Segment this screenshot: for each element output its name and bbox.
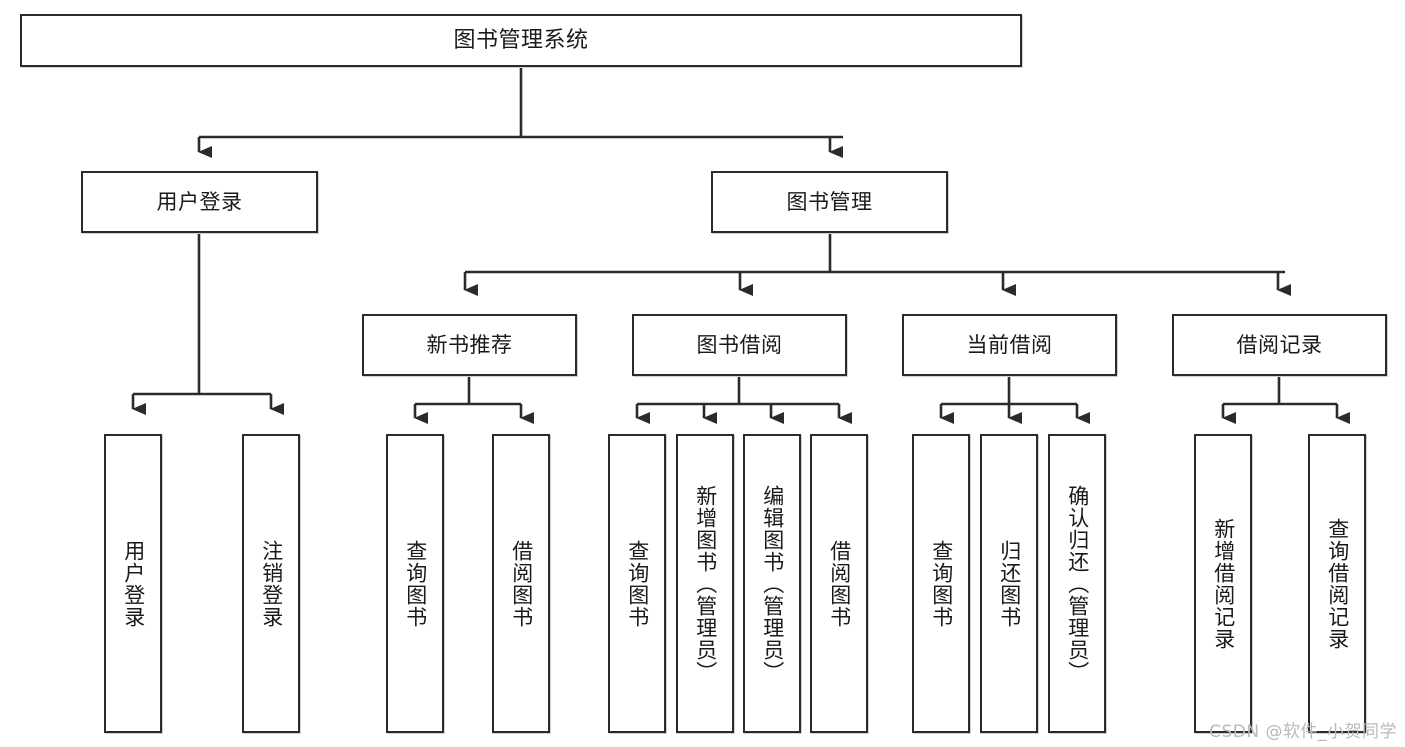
leaf-return-book[interactable]: 归还图书 (980, 434, 1038, 733)
node-label: 用户登录 (121, 539, 146, 628)
watermark: CSDN @软件_小贺同学 (1209, 722, 1397, 742)
node-label: 注销登录 (259, 539, 284, 628)
leaf-query-book-borrow[interactable]: 查询图书 (608, 434, 666, 733)
node-label: 归还图书 (997, 539, 1022, 628)
node-label: 查询图书 (625, 539, 650, 628)
leaf-add-borrow-record[interactable]: 新增借阅记录 (1194, 434, 1252, 733)
node-current-borrow[interactable]: 当前借阅 (902, 314, 1117, 376)
leaf-logout[interactable]: 注销登录 (242, 434, 300, 733)
leaf-borrow-book[interactable]: 借阅图书 (810, 434, 868, 733)
leaf-add-book[interactable]: 新增图书（管理员） (676, 434, 734, 733)
leaf-query-borrow-record[interactable]: 查询借阅记录 (1308, 434, 1366, 733)
node-label: 图书管理系统 (453, 27, 589, 53)
node-label: 新增图书（管理员） (693, 484, 718, 683)
node-label: 确认归还（管理员） (1065, 484, 1090, 683)
node-label: 新增借阅记录 (1211, 517, 1236, 650)
node-book-borrow[interactable]: 图书借阅 (632, 314, 847, 376)
node-label: 编辑图书（管理员） (760, 484, 785, 683)
node-label: 借阅图书 (509, 539, 534, 628)
leaf-confirm-return[interactable]: 确认归还（管理员） (1048, 434, 1106, 733)
node-label: 查询图书 (929, 539, 954, 628)
node-label: 新书推荐 (426, 332, 513, 357)
node-new-book-recommend[interactable]: 新书推荐 (362, 314, 577, 376)
node-label: 查询借阅记录 (1325, 517, 1350, 650)
node-label: 借阅图书 (827, 539, 852, 628)
node-user-login[interactable]: 用户登录 (81, 171, 318, 233)
node-root-book-management-system[interactable]: 图书管理系统 (20, 14, 1022, 67)
node-book-manage[interactable]: 图书管理 (711, 171, 948, 233)
node-label: 借阅记录 (1236, 332, 1323, 357)
leaf-query-book-recommend[interactable]: 查询图书 (386, 434, 444, 733)
node-label: 当前借阅 (966, 332, 1053, 357)
leaf-edit-book[interactable]: 编辑图书（管理员） (743, 434, 801, 733)
node-label: 图书管理 (786, 189, 873, 214)
node-label: 图书借阅 (696, 332, 783, 357)
leaf-query-book-current[interactable]: 查询图书 (912, 434, 970, 733)
node-label: 用户登录 (156, 189, 243, 214)
leaf-user-login[interactable]: 用户登录 (104, 434, 162, 733)
leaf-borrow-book-recommend[interactable]: 借阅图书 (492, 434, 550, 733)
node-label: 查询图书 (403, 539, 428, 628)
node-borrow-record[interactable]: 借阅记录 (1172, 314, 1387, 376)
